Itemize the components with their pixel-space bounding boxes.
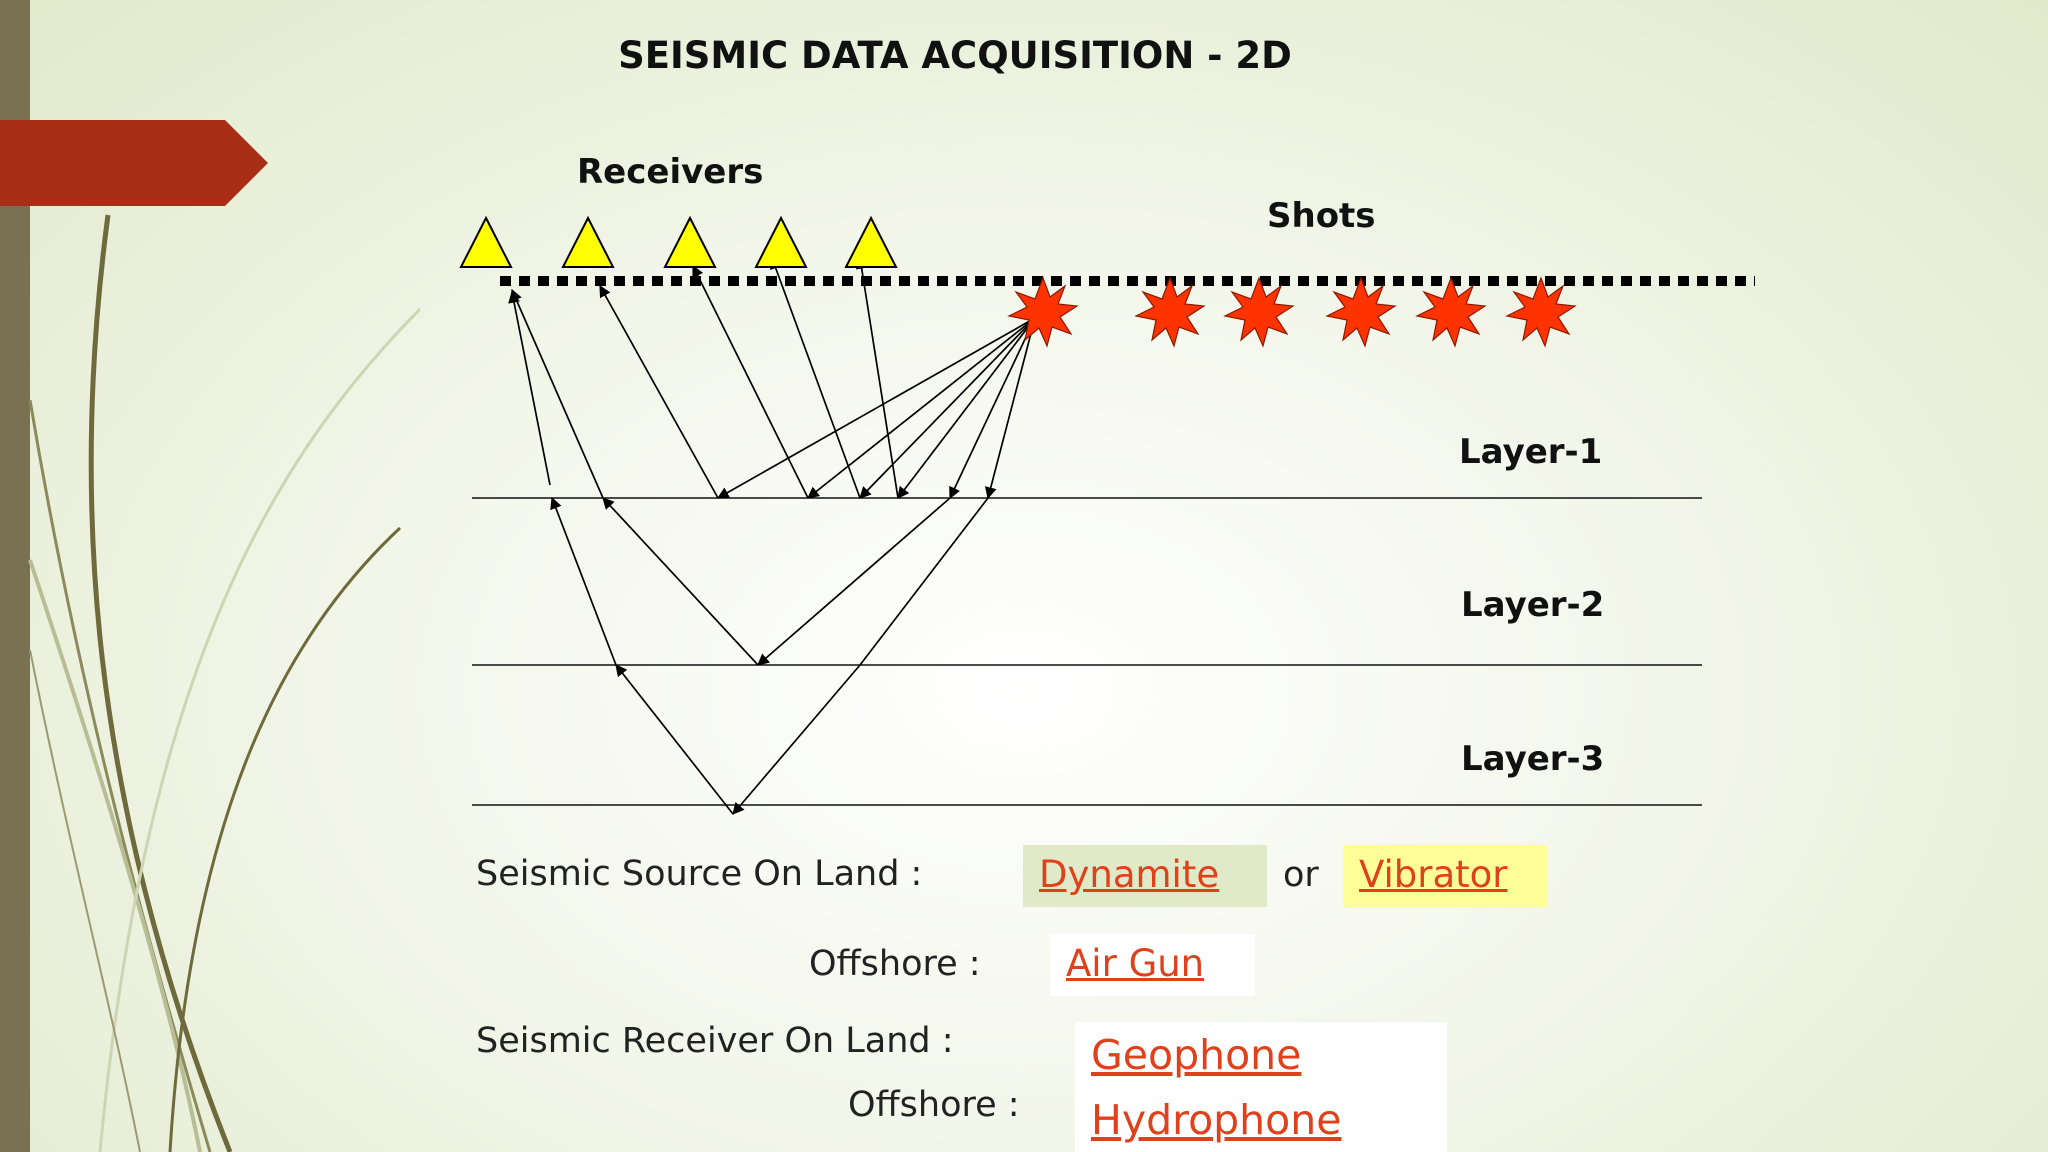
layer-2-label: Layer-2 — [1461, 585, 1605, 625]
or-text: or — [1283, 855, 1319, 895]
vibrator-box — [1343, 845, 1548, 907]
shot-starburst-icon — [1415, 276, 1487, 348]
air-gun-link[interactable]: Air Gun — [1066, 942, 1205, 985]
dynamite-link[interactable]: Dynamite — [1039, 853, 1220, 896]
receiver-triangle-icon — [459, 215, 513, 268]
source-offshore-label: Offshore : — [809, 944, 981, 984]
vibrator-link[interactable]: Vibrator — [1359, 853, 1508, 896]
receiver-triangle-icon — [844, 215, 898, 268]
receiver-land-label: Seismic Receiver On Land : — [476, 1021, 954, 1061]
dynamite-box — [1023, 845, 1267, 907]
receivers-label: Receivers — [577, 152, 764, 192]
shot-starburst-icon — [1325, 276, 1397, 348]
hydrophone-link[interactable]: Hydrophone — [1091, 1096, 1342, 1144]
shot-icons — [1007, 276, 1577, 348]
air-gun-box — [1050, 934, 1255, 996]
shot-starburst-icon — [1007, 276, 1079, 348]
receiver-options-box — [1075, 1022, 1447, 1152]
layer-1-label: Layer-1 — [1459, 432, 1603, 472]
decorative-swooshes — [28, 214, 420, 1152]
geophone-link[interactable]: Geophone — [1091, 1031, 1302, 1079]
source-land-label: Seismic Source On Land : — [476, 854, 923, 894]
layer-3-label: Layer-3 — [1461, 739, 1605, 779]
arrow-banner — [0, 120, 268, 206]
shot-starburst-icon — [1505, 276, 1577, 348]
shot-starburst-icon — [1223, 276, 1295, 348]
shots-label: Shots — [1267, 196, 1376, 236]
receiver-triangle-icon — [561, 215, 615, 268]
receiver-triangle-icon — [663, 215, 717, 268]
shot-starburst-icon — [1134, 276, 1206, 348]
receiver-triangle-icon — [754, 215, 808, 268]
receiver-offshore-label: Offshore : — [848, 1085, 1020, 1125]
slide-title: SEISMIC DATA ACQUISITION - 2D — [618, 34, 1292, 77]
ray-paths — [508, 256, 1036, 815]
receiver-icons — [459, 215, 898, 268]
